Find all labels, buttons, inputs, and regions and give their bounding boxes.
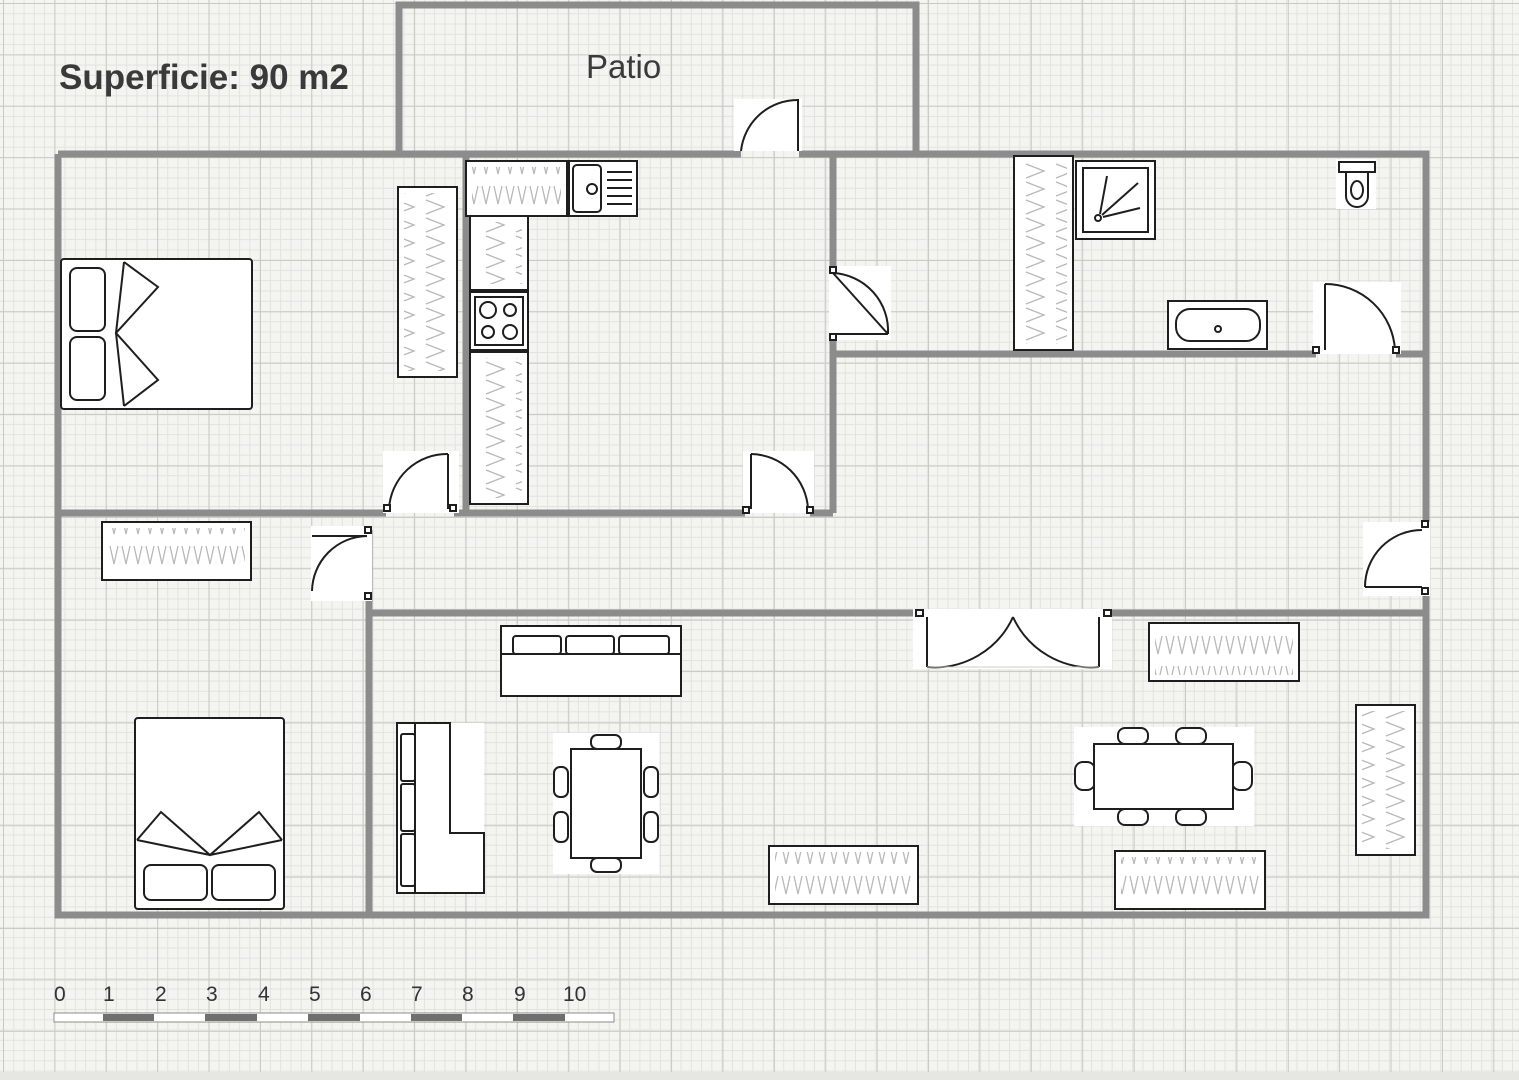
patio-label: Patio — [586, 48, 662, 85]
door-icon[interactable] — [1312, 282, 1401, 354]
doors — [311, 98, 1430, 669]
scale-tick-label: 8 — [462, 983, 474, 1006]
sink-icon[interactable] — [568, 160, 638, 217]
bathtub-icon[interactable] — [1167, 300, 1268, 350]
scale-tick-label: 1 — [103, 983, 115, 1006]
wardrobe-icon[interactable] — [1013, 155, 1074, 351]
scale-tick-label: 7 — [411, 983, 423, 1006]
wardrobe-icon[interactable] — [1148, 622, 1300, 682]
cooktop-icon[interactable] — [469, 291, 529, 351]
kitchen-counter-icon[interactable] — [469, 215, 529, 291]
scale-tick-label: 3 — [206, 983, 218, 1006]
toilet-icon[interactable] — [1336, 159, 1376, 209]
door-icon[interactable] — [734, 98, 802, 152]
corner-sofa-icon[interactable] — [396, 722, 485, 894]
door-icon[interactable] — [742, 451, 814, 514]
scale-tick-label: 0 — [54, 983, 66, 1006]
wardrobe-icon[interactable] — [101, 521, 252, 581]
scale-tick-label: 9 — [514, 983, 526, 1006]
scale-tick-label: 4 — [258, 983, 270, 1006]
scale-tick-label: 2 — [155, 983, 167, 1006]
shower-icon[interactable] — [1075, 160, 1156, 240]
dining-table-icon[interactable] — [553, 733, 659, 874]
wardrobe-icon[interactable] — [1355, 704, 1416, 856]
scale-tick-label: 6 — [360, 983, 372, 1006]
door-icon[interactable] — [383, 451, 459, 513]
double-bed-icon[interactable] — [134, 717, 285, 910]
door-icon[interactable] — [1363, 520, 1430, 596]
wardrobe-icon[interactable] — [397, 186, 458, 378]
bottom-band — [0, 1072, 1519, 1080]
area-label: Superficie: 90 m2 — [59, 58, 349, 97]
kitchen-counter-icon[interactable] — [469, 351, 529, 505]
wardrobe-icon[interactable] — [768, 845, 919, 905]
double-bed-icon[interactable] — [60, 258, 253, 410]
double-door-icon[interactable] — [913, 609, 1112, 669]
dining-table-icon[interactable] — [1074, 727, 1254, 826]
scale-bar — [53, 1012, 615, 1023]
kitchen-counter-icon[interactable] — [465, 160, 568, 217]
wardrobe-icon[interactable] — [1114, 850, 1266, 910]
scale-tick-label: 5 — [309, 983, 321, 1006]
scale-tick-label: 10 — [563, 983, 587, 1006]
sofa-icon[interactable] — [500, 625, 682, 697]
furniture — [60, 155, 1416, 910]
door-icon[interactable] — [311, 526, 372, 601]
door-icon[interactable] — [829, 266, 891, 341]
